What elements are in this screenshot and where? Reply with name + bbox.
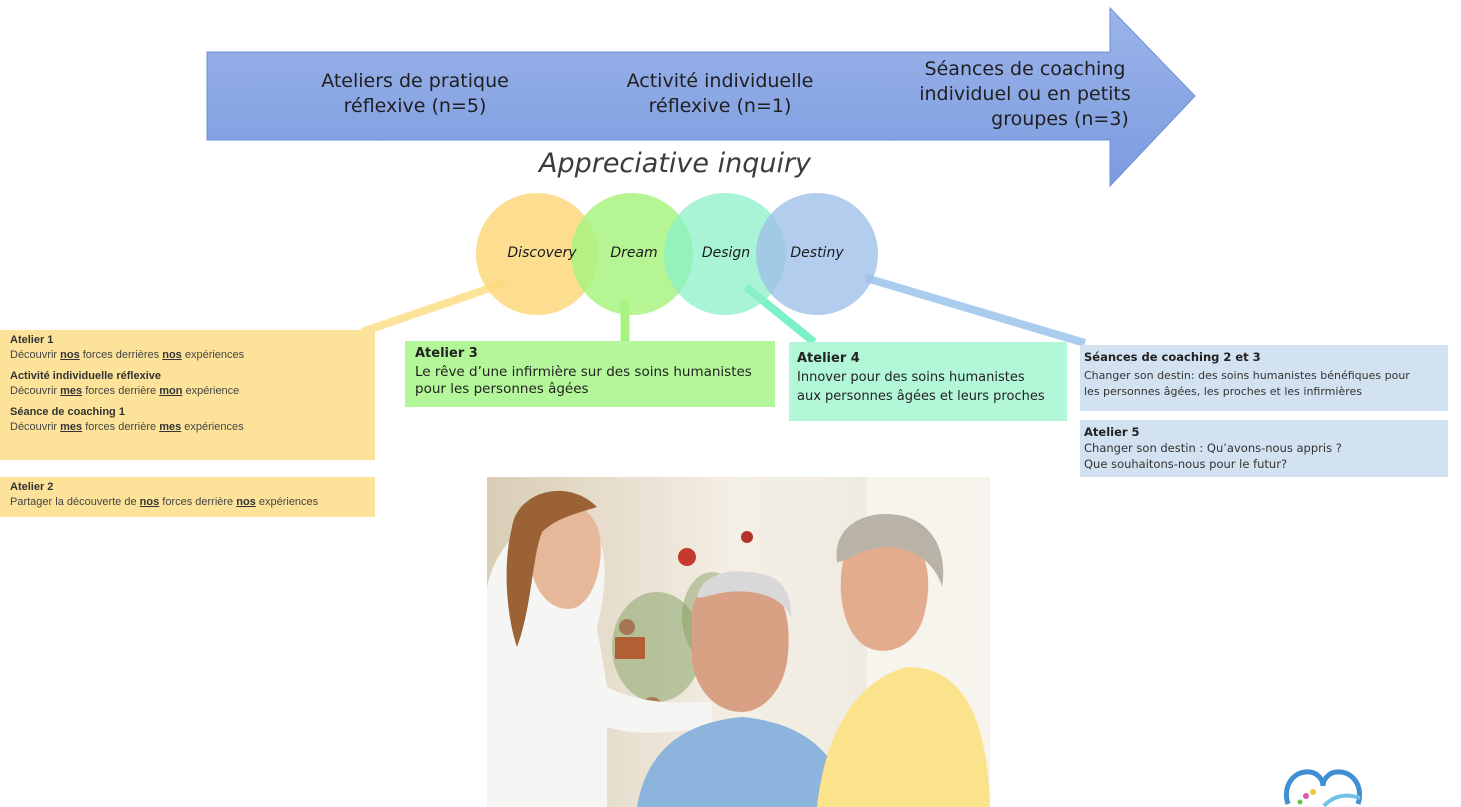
design-label: Design: [701, 245, 751, 261]
nurse-elderly-couple-photo: [487, 477, 990, 807]
atelier4-title: Atelier 4: [797, 351, 860, 366]
atelier3-box: Atelier 3 Le rêve d’une infirmière sur d…: [405, 341, 775, 407]
stage-coaching-line1: Séances de coaching: [924, 58, 1126, 80]
photo-illustration: [487, 477, 990, 807]
dream-circle: [571, 193, 693, 315]
atelier3-line2: pour les personnes âgées: [415, 381, 589, 397]
discovery-circle: [476, 193, 598, 315]
atelier5-title: Atelier 5: [1084, 425, 1140, 439]
logo-arc-right: [1320, 769, 1362, 805]
logo-dot-yellow: [1310, 789, 1316, 795]
logo-dot-green: [1297, 799, 1303, 805]
seance-text: Découvrir mes forces derrière mes expéri…: [10, 421, 244, 433]
stage-coaching-line2: individuel ou en petits: [919, 83, 1131, 105]
atelier3-line1: Le rêve d’une infirmière sur des soins h…: [415, 364, 752, 380]
organization-logo: [1284, 769, 1362, 807]
stage-ateliers-line1: Ateliers de pratique: [321, 70, 509, 92]
coaching-line1: Changer son destin: des soins humanistes…: [1084, 369, 1410, 382]
atelier2-text: Partager la découverte de nos forces der…: [10, 496, 319, 508]
logo-arc-left: [1284, 769, 1326, 805]
timeline-arrow: [206, 6, 1196, 188]
atelier2-box: Atelier 2 Partager la découverte de nos …: [0, 477, 375, 517]
stage-ateliers: Ateliers de pratique réflexive (n=5): [290, 69, 540, 119]
atelier4-box: Atelier 4 Innover pour des soins humanis…: [789, 342, 1067, 421]
discovery-connector: [360, 279, 507, 336]
coaching-line2: les personnes âgées, les proches et les …: [1084, 385, 1362, 398]
stage-activite-line1: Activité individuelle: [626, 70, 814, 92]
atelier5-box: Atelier 5 Changer son destin : Qu’avons-…: [1080, 420, 1448, 477]
logo-dot-pink: [1303, 793, 1309, 799]
stage-ateliers-line2: réflexive (n=5): [343, 95, 487, 117]
activite-text: Découvrir mes forces derrière mon expéri…: [10, 385, 240, 397]
atelier1-title: Atelier 1: [10, 334, 54, 346]
logo-swoosh: [1322, 793, 1361, 807]
destiny-label: Destiny: [790, 245, 844, 261]
design-circle: [664, 193, 786, 315]
discovery-label: Discovery: [507, 245, 577, 261]
activite-title: Activité individuelle réflexive: [10, 370, 162, 382]
atelier4-line1: Innover pour des soins humanistes: [797, 370, 1025, 385]
coaching-title: Séances de coaching 2 et 3: [1084, 350, 1261, 364]
atelier3-title: Atelier 3: [415, 346, 478, 361]
stage-activite-line2: réflexive (n=1): [648, 95, 792, 117]
stage-activite: Activité individuelle réflexive (n=1): [600, 69, 840, 119]
atelier2-title: Atelier 2: [10, 481, 54, 493]
coaching-box: Séances de coaching 2 et 3 Changer son d…: [1080, 345, 1448, 411]
destiny-connector: [864, 274, 1087, 347]
atelier1-text: Découvrir nos forces derrières nos expér…: [10, 349, 245, 361]
appreciative-inquiry-title: Appreciative inquiry: [538, 148, 812, 179]
seance-title: Séance de coaching 1: [10, 406, 125, 418]
dream-label: Dream: [610, 245, 658, 261]
stage-coaching: Séances de coaching individuel ou en pet…: [900, 57, 1150, 132]
atelier4-line2: aux personnes âgées et leurs proches: [797, 389, 1045, 404]
atelier5-line2: Que souhaitons-nous pour le futur?: [1084, 457, 1288, 471]
stage-coaching-line3: groupes (n=3): [991, 108, 1129, 130]
atelier5-line1: Changer son destin : Qu’avons-nous appri…: [1084, 441, 1342, 455]
discovery-box: Atelier 1 Découvrir nos forces derrières…: [0, 330, 375, 460]
destiny-circle: [756, 193, 878, 315]
